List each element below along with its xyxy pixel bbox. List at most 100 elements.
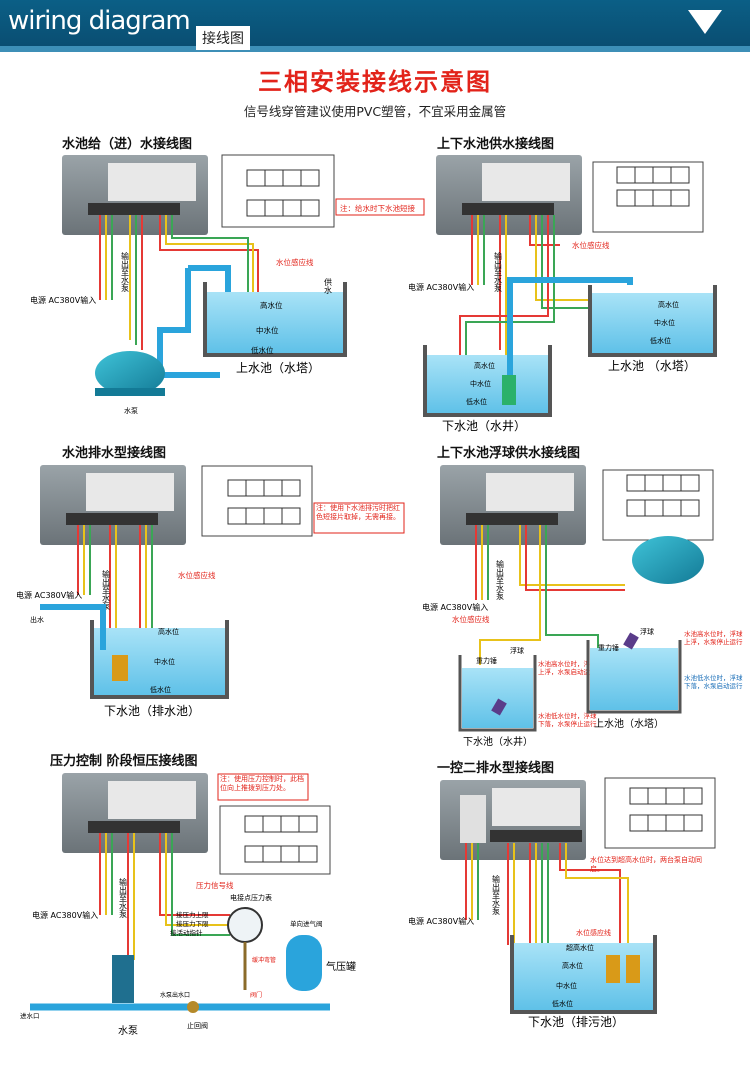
level-mid: 中水位 <box>256 325 279 335</box>
output-label: 输出至水泵 <box>492 874 501 915</box>
check-valve-label: 止回阀 <box>187 1021 208 1030</box>
section-title-3: 水池排水型接线图 <box>62 446 167 461</box>
level-low: 低水位 <box>251 345 274 355</box>
power-label: 电源 AC380V输入 <box>422 602 488 612</box>
pump-icon <box>632 536 704 584</box>
level-low: 低水位 <box>552 999 573 1008</box>
upper-note-high: 水池高水位时，浮球上浮，水泵停止运行 <box>684 630 743 646</box>
page-title: 三相安装接线示意图 <box>258 68 492 96</box>
float-ball-icon <box>491 698 507 716</box>
upper-level-mid: 中水位 <box>654 318 675 327</box>
upper-needle-label: 接压力上限 <box>176 910 209 919</box>
terminal-strip <box>88 203 180 215</box>
wiring-panel <box>201 465 313 537</box>
section-5-diagram: 注：使用压力控制时，此档位向上推拨到压力处。 输出至水泵 压力信号线 电源 AC… <box>20 773 356 1037</box>
pool-label: 下水池（排水池） <box>104 704 200 718</box>
level-super: 超高水位 <box>566 943 594 952</box>
note-box <box>217 773 309 801</box>
section-4-diagram: 输出至水泵 水位感应线 电源 AC380V输入 重力锤 浮球 水池高水位时，浮球… <box>422 465 743 748</box>
note-text: 注：给水时下水池短接 <box>340 203 415 213</box>
sensor-label: 水位感应线 <box>576 928 611 937</box>
submersible-pump-icon <box>626 955 640 983</box>
pool-upper-label: 上水池 （水塔） <box>608 359 696 373</box>
water <box>207 292 343 353</box>
lower-needle-label: 接压力下限 <box>176 919 209 928</box>
upper-level-high: 高水位 <box>658 300 679 309</box>
upper-level-low: 低水位 <box>650 336 671 345</box>
section-title-6: 一控二排水型接线图 <box>437 761 555 776</box>
lower-note-low: 水池低水位时，浮球下落，水泵停止运行 <box>538 712 597 728</box>
level-mid: 中水位 <box>556 981 577 990</box>
section-title-2: 上下水池供水接线图 <box>437 137 555 152</box>
section-6-diagram: 输出至水泵 水位达到超高水位时，两台泵自动同启。 水位感应线 电源 AC380V… <box>408 777 716 1029</box>
weight-label-upper: 重力锤 <box>598 643 619 652</box>
inlet-label: 进水口 <box>20 1011 40 1020</box>
header-stripe <box>0 46 750 52</box>
lower-level-high: 高水位 <box>474 361 495 370</box>
check-label: 单向进气阀 <box>290 919 323 928</box>
section-title-4: 上下水池浮球供水接线图 <box>437 446 581 461</box>
lower-note-high: 水池高水位时，浮球上浮，水泵启动运行 <box>538 660 597 676</box>
level-high: 高水位 <box>260 300 283 310</box>
terminal-panel <box>108 163 196 201</box>
section-3-diagram: 注：使用下水池排污时把红色短接片取掉，无需再接。 输出至水泵 水位感应线 电源 … <box>16 465 405 718</box>
outlet-label: 出水 <box>30 615 44 624</box>
pool-label: 下水池（排污池） <box>528 1015 624 1029</box>
output-label: 输出至水泵 <box>119 877 128 918</box>
sensor-label: 水位感应线 <box>572 240 610 250</box>
sensor-label: 水位感应线 <box>178 570 216 580</box>
power-label: 电源 AC380V输入 <box>30 295 96 305</box>
section-title-1: 水池给（进）水接线图 <box>62 137 193 152</box>
pool-upper-label: 上水池（水塔） <box>594 717 664 730</box>
level-high: 高水位 <box>562 961 583 970</box>
level-low: 低水位 <box>150 685 171 694</box>
submersible-pump-icon <box>112 655 128 681</box>
pump-out-label: 水泵出水口 <box>160 991 190 999</box>
output-label: 输出至水泵 <box>494 251 503 292</box>
output-label: 输出至水泵 <box>102 569 111 610</box>
lower-level-low: 低水位 <box>466 397 487 406</box>
output-label: 输出至水泵 <box>496 559 505 600</box>
section-2-diagram: 输出至水泵 水位感应线 电源 AC380V输入 高水位 中水位 低水位 上水池 … <box>408 155 717 433</box>
output-label: 输出至水泵 <box>121 251 130 292</box>
note-box <box>335 198 425 216</box>
buffer-label: 缓冲弯管 <box>252 956 276 964</box>
float-ball-icon <box>623 632 639 650</box>
submersible-pump-icon <box>606 955 620 983</box>
header-band <box>0 0 750 46</box>
pressure-gauge-icon <box>227 907 263 943</box>
section-title-5: 压力控制 阶段恒压接线图 <box>50 754 198 769</box>
note-text: 注：使用下水池排污时把红色短接片取掉，无需再接。 <box>316 504 400 521</box>
sensor-label: 水位感应线 <box>452 614 490 624</box>
signal-label: 压力信号线 <box>196 880 234 890</box>
pump-label: 水泵 <box>118 1025 138 1037</box>
pump-label: 水泵 <box>124 406 138 415</box>
weight-label-lower: 重力锤 <box>476 656 497 665</box>
float-label-lower: 浮球 <box>510 646 524 655</box>
power-label: 电源 AC380V输入 <box>32 910 98 920</box>
power-label: 电源 AC380V输入 <box>408 916 474 926</box>
submersible-pump-icon <box>502 375 516 405</box>
header-bar: wiring diagram 接线图 <box>0 0 750 60</box>
pool-lower-label: 下水池（水井） <box>442 419 526 433</box>
lower-level-mid: 中水位 <box>470 379 491 388</box>
power-label: 电源 AC380V输入 <box>408 282 474 292</box>
supply-label: 供水 <box>324 277 333 294</box>
pressure-tank-icon <box>286 935 322 991</box>
float-label-upper: 浮球 <box>640 627 654 636</box>
page-subtitle: 信号线穿管建议使用PVC塑管，不宜采用金属管 <box>243 104 507 119</box>
collapse-arrow-icon[interactable] <box>688 10 722 34</box>
sensor-label: 水位感应线 <box>276 257 314 267</box>
pool-lower-label: 下水池（水井） <box>463 735 533 748</box>
gauge-label: 电接点压力表 <box>230 893 272 902</box>
check-valve-icon <box>187 1001 199 1013</box>
upper-note-low: 水池低水位时，浮球下落，水泵启动运行 <box>684 674 743 690</box>
section-1-diagram: 注：给水时下水池短接 输出至水泵 水位感应线 电源 AC380V输入 高水位 中… <box>30 154 425 415</box>
note-text: 水位达到超高水位时，两台泵自动同启。 <box>590 856 702 873</box>
pump-icon <box>112 955 134 1003</box>
pump-icon <box>95 351 165 395</box>
note-box <box>313 502 405 534</box>
level-high: 高水位 <box>158 627 179 636</box>
tank-label: 气压罐 <box>326 960 356 973</box>
